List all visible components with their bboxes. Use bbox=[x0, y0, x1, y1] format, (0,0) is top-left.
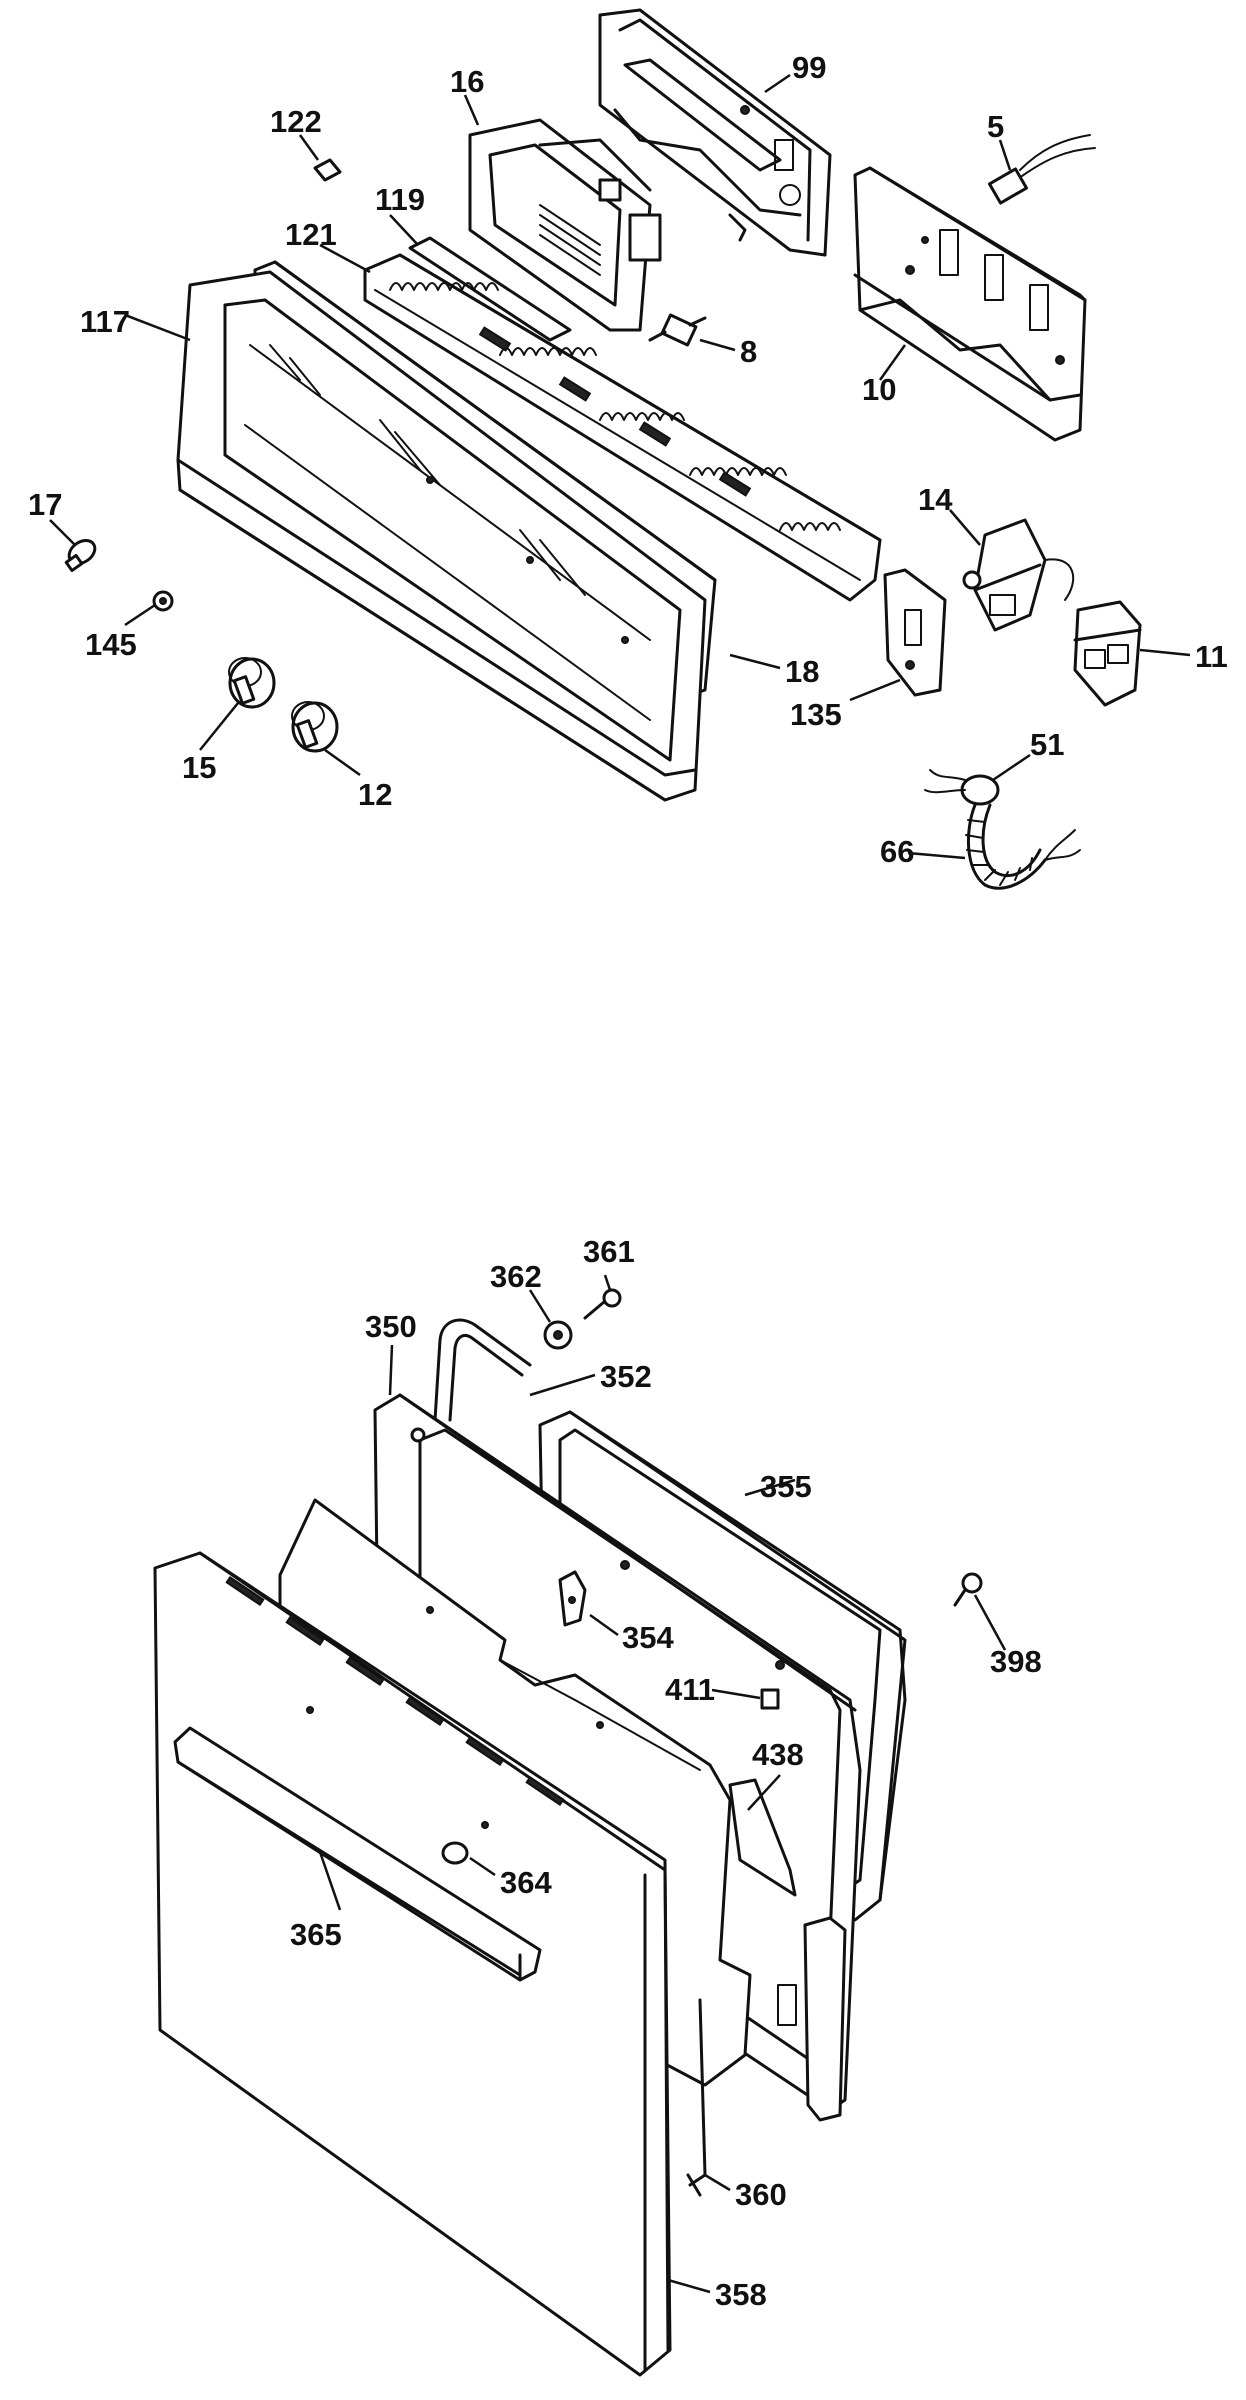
part-5-connector bbox=[988, 134, 1096, 205]
callout-365: 365 bbox=[290, 1917, 342, 1952]
part-121-trim bbox=[363, 253, 882, 602]
lower-callouts: 361 362 350 352 355 354 398 411 438 364 … bbox=[290, 1234, 1042, 2312]
callout-66: 66 bbox=[880, 834, 914, 869]
part-122-clip bbox=[313, 158, 342, 182]
callout-358: 358 bbox=[715, 2277, 767, 2312]
callout-11: 11 bbox=[1195, 639, 1228, 674]
callout-18: 18 bbox=[785, 654, 819, 689]
control-panel-assembly: 99 16 122 5 119 121 117 8 10 17 14 145 1… bbox=[28, 8, 1228, 890]
callout-15: 15 bbox=[182, 750, 216, 785]
callout-355: 355 bbox=[760, 1469, 812, 1504]
part-10-bracket bbox=[853, 166, 1087, 442]
part-99-bracket bbox=[598, 8, 832, 257]
part-8-switch bbox=[648, 313, 707, 347]
door-assembly: 361 362 350 352 355 354 398 411 438 364 … bbox=[153, 1234, 1042, 2377]
callout-5: 5 bbox=[987, 109, 1004, 144]
part-17-bulb bbox=[64, 539, 97, 573]
part-411-block bbox=[760, 1688, 780, 1710]
part-117-panel-frame bbox=[176, 270, 707, 802]
part-11-relay bbox=[1073, 600, 1142, 707]
callout-364: 364 bbox=[500, 1865, 552, 1900]
callout-12: 12 bbox=[358, 777, 392, 812]
part-135-bracket bbox=[883, 568, 947, 697]
part-362-washer bbox=[543, 1320, 573, 1350]
callout-360: 360 bbox=[735, 2177, 787, 2212]
callout-10: 10 bbox=[862, 372, 896, 407]
part-398-screw bbox=[953, 1572, 983, 1607]
part-438-baffle bbox=[728, 1778, 797, 1897]
callout-122: 122 bbox=[270, 104, 322, 139]
callout-362: 362 bbox=[490, 1259, 542, 1294]
callout-350: 350 bbox=[365, 1309, 417, 1344]
part-66-conduit bbox=[965, 803, 1081, 890]
part-365-handle bbox=[173, 1726, 542, 1982]
callout-135: 135 bbox=[790, 697, 842, 732]
callout-352: 352 bbox=[600, 1359, 652, 1394]
callout-99: 99 bbox=[792, 50, 826, 85]
upper-callouts: 99 16 122 5 119 121 117 8 10 17 14 145 1… bbox=[28, 50, 1228, 869]
part-364-button bbox=[441, 1841, 469, 1865]
callout-121: 121 bbox=[285, 217, 337, 252]
part-145-nut bbox=[152, 590, 174, 612]
part-16-housing bbox=[468, 118, 662, 332]
callout-119: 119 bbox=[375, 182, 425, 217]
callout-51: 51 bbox=[1030, 727, 1064, 762]
callout-438: 438 bbox=[752, 1737, 804, 1772]
callout-16: 16 bbox=[450, 64, 484, 99]
callout-117: 117 bbox=[80, 304, 130, 339]
callout-145: 145 bbox=[85, 627, 137, 662]
callout-14: 14 bbox=[918, 482, 953, 517]
part-51-bushing bbox=[924, 769, 1000, 806]
part-119-vent-strip bbox=[408, 236, 572, 342]
callout-398: 398 bbox=[990, 1644, 1042, 1679]
callout-354: 354 bbox=[622, 1620, 674, 1655]
callout-8: 8 bbox=[740, 334, 757, 369]
upper-leader-lines bbox=[49, 73, 1191, 860]
part-352-gasket bbox=[433, 1318, 532, 1422]
callout-17: 17 bbox=[28, 487, 62, 522]
part-15-knob bbox=[228, 657, 276, 709]
part-361-screw bbox=[583, 1288, 622, 1320]
callout-361: 361 bbox=[583, 1234, 635, 1269]
part-14-switch bbox=[962, 518, 1075, 632]
callout-411: 411 bbox=[665, 1672, 715, 1707]
part-12-knob bbox=[291, 701, 339, 753]
part-354-clip bbox=[558, 1570, 587, 1627]
part-358-front-panel bbox=[153, 1551, 672, 2377]
lower-leader-lines bbox=[318, 1274, 1007, 2294]
